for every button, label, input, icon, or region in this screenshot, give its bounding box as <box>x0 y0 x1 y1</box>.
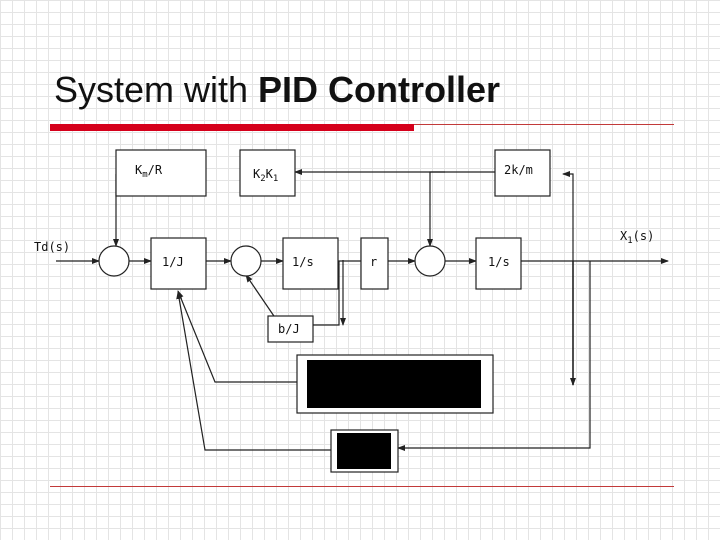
block-b-over-j-box <box>267 315 314 343</box>
title-plain: System with <box>54 69 259 110</box>
block-b-over-j: b/J <box>267 315 314 343</box>
signal-wires <box>56 169 669 451</box>
block-2k-m-box <box>494 149 551 197</box>
block-one-over-j-label: 1/J <box>162 255 184 269</box>
summing-junction-3 <box>414 245 446 277</box>
block-r-box <box>360 237 389 290</box>
block-integrator-2-label: 1/s <box>488 255 510 269</box>
block-k2k1: K2K1 <box>239 149 296 197</box>
block-integrator-2: 1/s <box>475 237 522 290</box>
block-integrator-1-box <box>282 237 339 290</box>
input-label: Td(s) <box>34 240 70 254</box>
block-one-over-j-box <box>150 237 207 290</box>
block-integrator-1: 1/s <box>282 237 339 290</box>
controller-block-small <box>330 429 399 473</box>
block-km-r-label: Km/R <box>135 163 163 180</box>
wire-controller-to-inertia <box>177 290 297 383</box>
block-r-label: r <box>370 255 377 269</box>
block-b-over-j-label: b/J <box>278 322 300 336</box>
wire-feedback-2km <box>562 171 574 261</box>
block-r: r <box>360 237 389 290</box>
block-km-r: Km/R <box>115 149 207 197</box>
title-accent-bar <box>50 124 414 131</box>
summing-junction-1 <box>98 245 130 277</box>
wire-to-bj <box>313 261 340 326</box>
wire-bj-to-sum2 <box>245 274 279 323</box>
block-km-r-box <box>115 149 207 197</box>
title-rule <box>414 124 674 125</box>
block-2k-m-label: 2k/m <box>504 163 533 177</box>
wire-output-to-controller2 <box>397 261 591 451</box>
block-integrator-1-label: 1/s <box>292 255 314 269</box>
slide-title: System with PID Controller <box>54 72 500 108</box>
controller-block-small-redacted <box>337 433 391 469</box>
block-k2k1-box <box>239 149 296 197</box>
block-2k-m: 2k/m <box>494 149 551 197</box>
wire-2km-to-sum3 <box>427 171 500 247</box>
wire-controller2-to-inertia <box>176 291 331 451</box>
footer-rule <box>50 486 674 487</box>
block-integrator-2-box <box>475 237 522 290</box>
title-bold: PID Controller <box>258 69 501 110</box>
summing-junction-2 <box>230 245 262 277</box>
output-label: X1(s) <box>620 229 654 246</box>
block-one-over-j: 1/J <box>150 237 207 290</box>
controller-block-large <box>296 354 494 414</box>
block-k2k1-label: K2K1 <box>253 167 278 184</box>
controller-block-large-redacted <box>307 360 481 408</box>
